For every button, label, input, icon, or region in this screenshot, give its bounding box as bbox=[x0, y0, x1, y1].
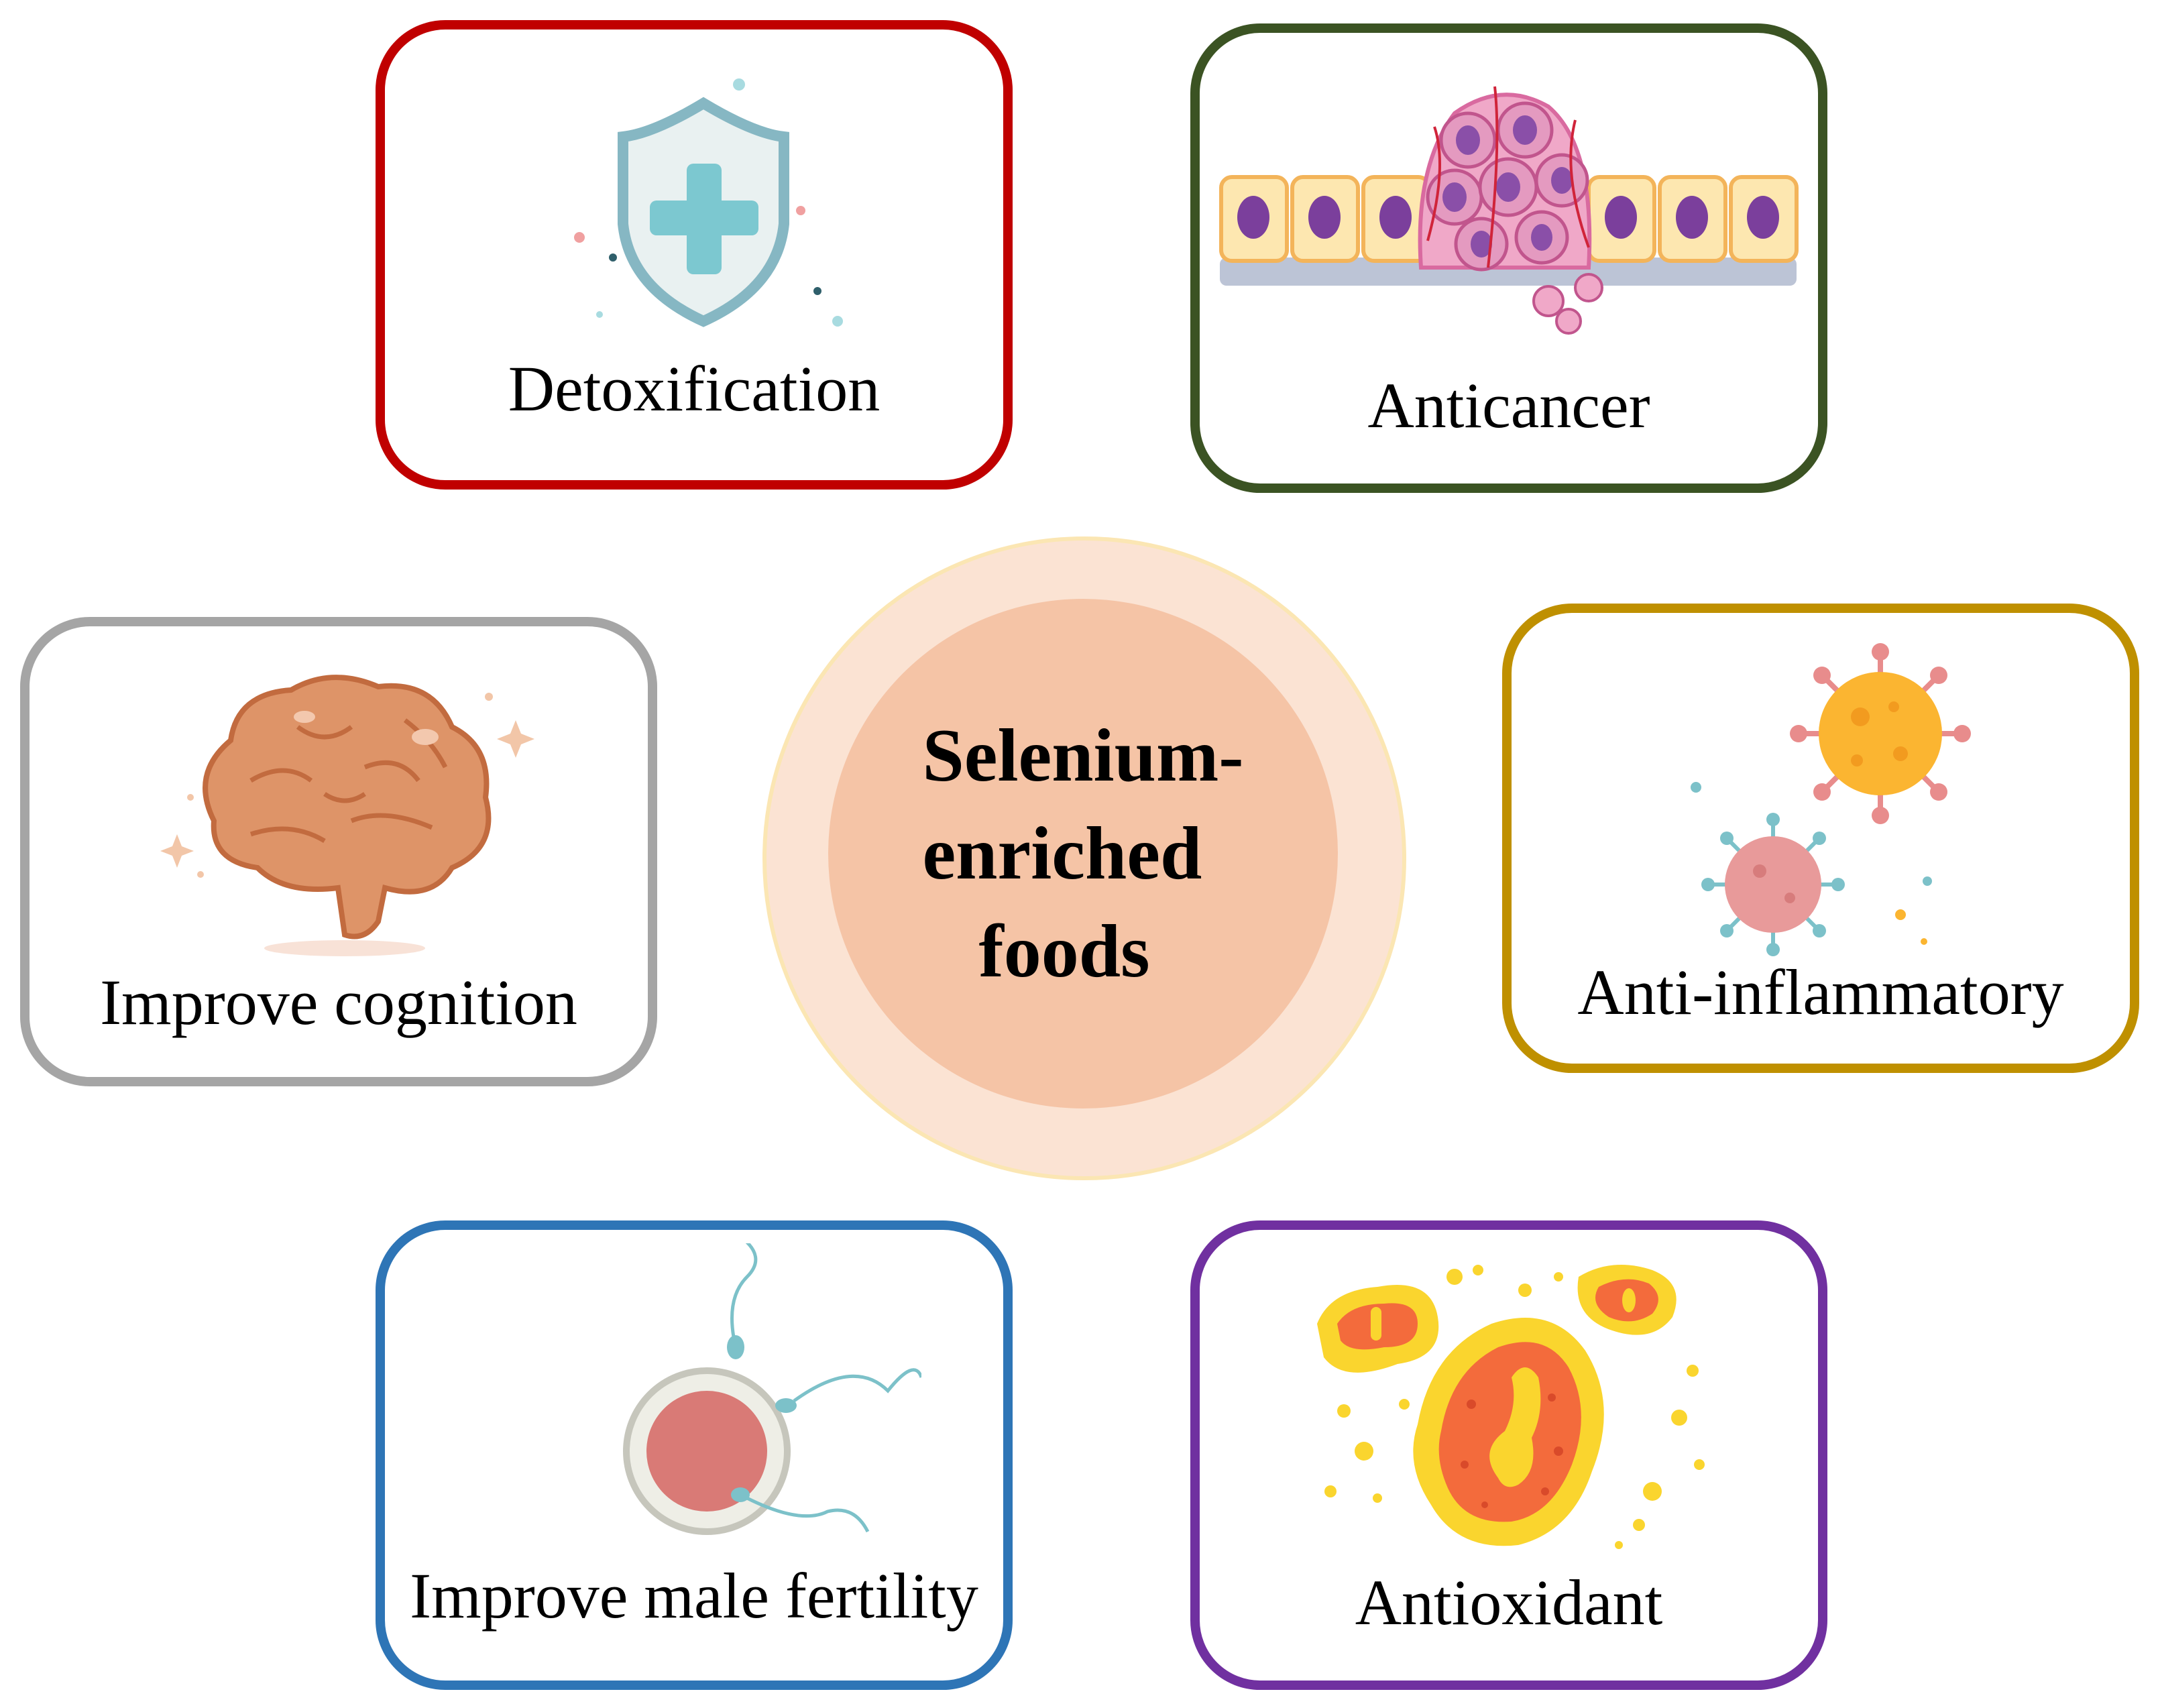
benefit-box-detoxification: Detoxification bbox=[376, 20, 1013, 490]
shield-cross-icon bbox=[574, 78, 843, 327]
tumor-cells-icon bbox=[1219, 86, 1799, 335]
benefit-label-anticancer: Anticancer bbox=[1367, 369, 1650, 441]
virus-icon bbox=[1691, 643, 1971, 956]
center-title: Selenium- enriched foods bbox=[922, 714, 1244, 993]
benefit-label-improve-cognition: Improve cognition bbox=[100, 966, 577, 1038]
oxidized-cells-icon bbox=[1317, 1265, 1705, 1549]
brain-icon bbox=[160, 675, 534, 956]
benefit-box-antioxidant: Antioxidant bbox=[1190, 1220, 1827, 1690]
sperm-egg-icon bbox=[623, 1243, 921, 1535]
benefit-box-improve-male-fertility: Improve male fertility bbox=[376, 1220, 1013, 1690]
benefit-box-anticancer: Anticancer bbox=[1190, 23, 1827, 493]
benefit-box-anti-inflammatory: Anti-inflammatory bbox=[1502, 604, 2139, 1073]
center-label-wrap: Selenium- enriched foods bbox=[828, 599, 1338, 1108]
benefit-label-antioxidant: Antioxidant bbox=[1355, 1567, 1663, 1638]
benefit-label-detoxification: Detoxification bbox=[508, 353, 881, 424]
benefit-label-improve-male-fertility: Improve male fertility bbox=[410, 1560, 978, 1632]
center-circle bbox=[828, 599, 1338, 1108]
benefit-box-improve-cognition: Improve cognition bbox=[20, 617, 657, 1086]
benefit-label-anti-inflammatory: Anti-inflammatory bbox=[1577, 956, 2064, 1028]
